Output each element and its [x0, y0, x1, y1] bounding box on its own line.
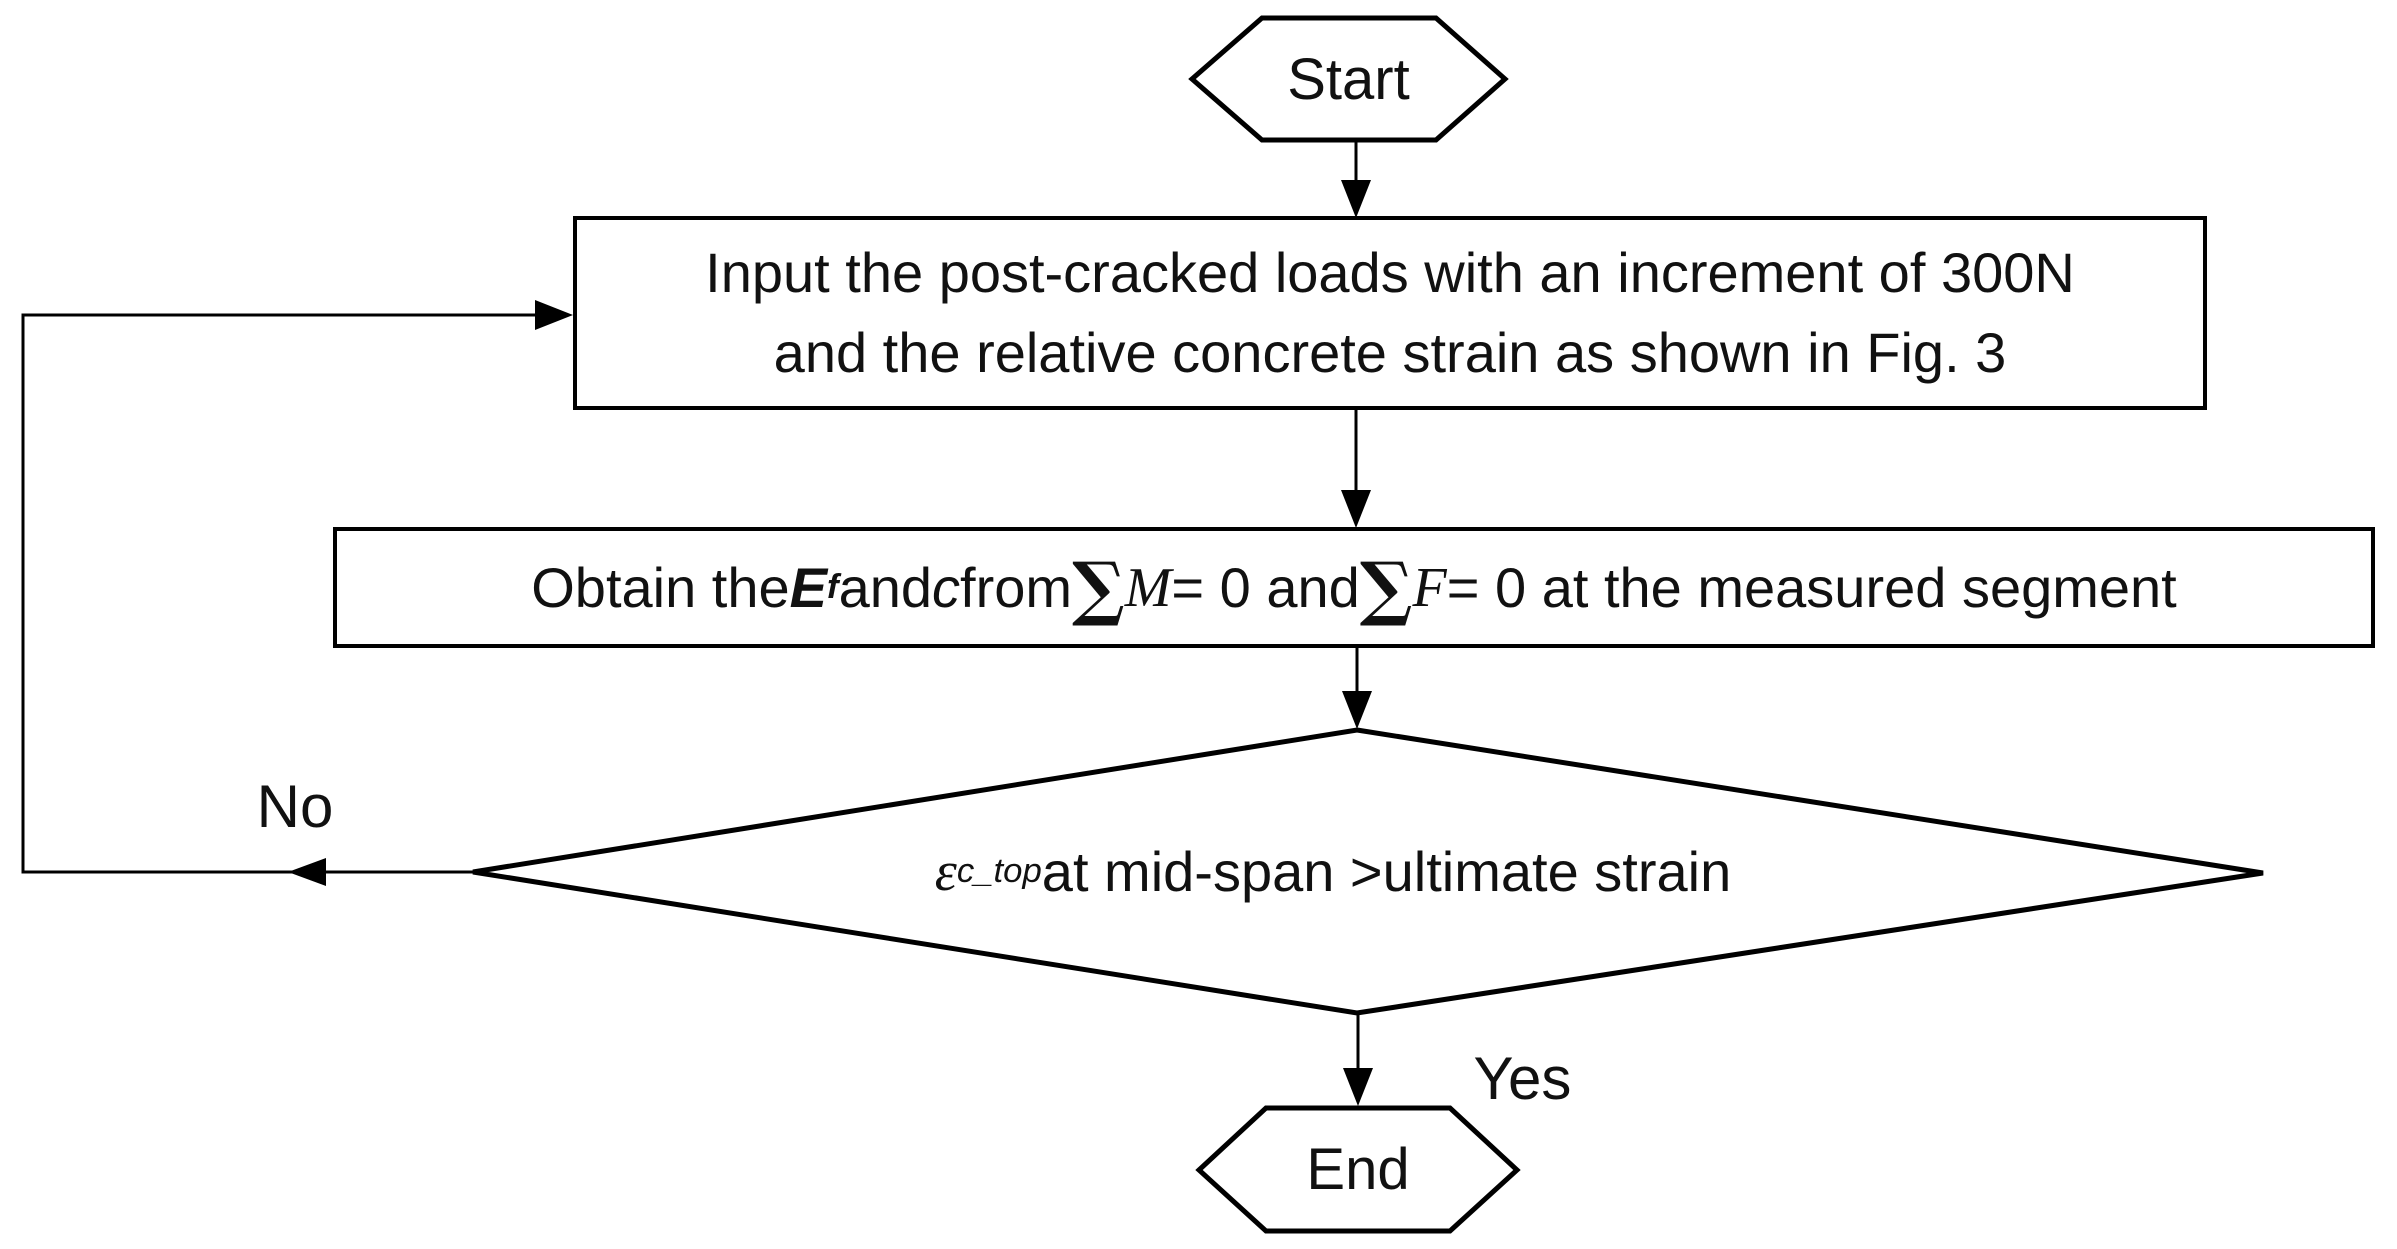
- arrowhead-no-feedback-into-input: [535, 300, 573, 330]
- arrowhead-input-to-solve: [1341, 490, 1371, 528]
- arrowhead-start-to-input: [1341, 180, 1371, 218]
- start-node-shape: [1188, 15, 1509, 143]
- solve-step-text-from: from: [960, 556, 1073, 619]
- ef-variable: E: [789, 556, 828, 619]
- input-step-line2: and the relative concrete strain as show…: [773, 321, 2007, 384]
- decision-diamond-shape: [472, 727, 2264, 1016]
- arrowhead-solve-to-decision: [1342, 691, 1372, 729]
- solve-step-text-eq2: = 0 at the measured segment: [1446, 556, 2177, 619]
- no-label-text: No: [256, 772, 334, 840]
- epsilon-subscript: c_top: [956, 852, 1042, 890]
- yes-label-text: Yes: [1473, 1044, 1572, 1112]
- solve-step-text-eq1: = 0 and: [1171, 556, 1360, 619]
- end-label-text: End: [1306, 1137, 1410, 1202]
- end-node-shape: [1195, 1105, 1521, 1234]
- arrowhead-decision-to-end: [1343, 1068, 1373, 1106]
- start-label-text: Start: [1287, 46, 1410, 112]
- solve-step-text-and: and: [838, 556, 933, 619]
- solve-step-text-prefix: Obtain the: [531, 556, 790, 619]
- c-variable: c: [932, 556, 961, 619]
- end-node-label: End: [1199, 1108, 1517, 1231]
- connector-no-feedback-loop: [21, 313, 545, 874]
- input-step-line1: Input the post-cracked loads with an inc…: [705, 241, 2075, 304]
- input-step-label: Input the post-cracked loads with an inc…: [575, 218, 2205, 408]
- no-edge-label: No: [195, 772, 395, 840]
- ef-subscript: f: [827, 568, 839, 606]
- m-variable: M: [1124, 556, 1172, 619]
- yes-edge-label: Yes: [1440, 1044, 1605, 1112]
- start-node-label: Start: [1192, 18, 1505, 140]
- arrowhead-no-feedback-left: [288, 858, 326, 886]
- f-variable: F: [1412, 556, 1447, 619]
- solve-step-shape: [333, 527, 2375, 648]
- epsilon-symbol: ε: [934, 840, 957, 903]
- decision-condition-text: at mid-span >ultimate strain: [1041, 840, 1732, 903]
- input-step-shape: [573, 216, 2207, 410]
